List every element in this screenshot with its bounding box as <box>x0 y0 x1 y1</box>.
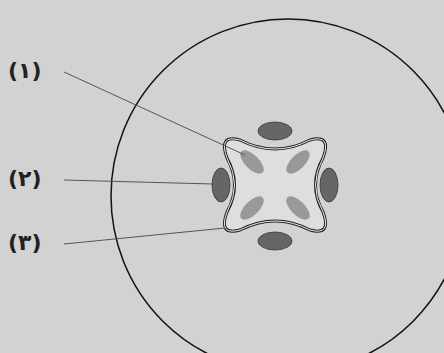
leader-lines <box>64 72 245 244</box>
callout-number: (۲) <box>8 168 42 190</box>
phloem-groups <box>212 122 338 250</box>
callout-number: (۱) <box>8 60 42 82</box>
xylem-arms <box>236 146 313 223</box>
root-outline <box>111 19 444 353</box>
callout-number: (۳) <box>8 232 42 254</box>
